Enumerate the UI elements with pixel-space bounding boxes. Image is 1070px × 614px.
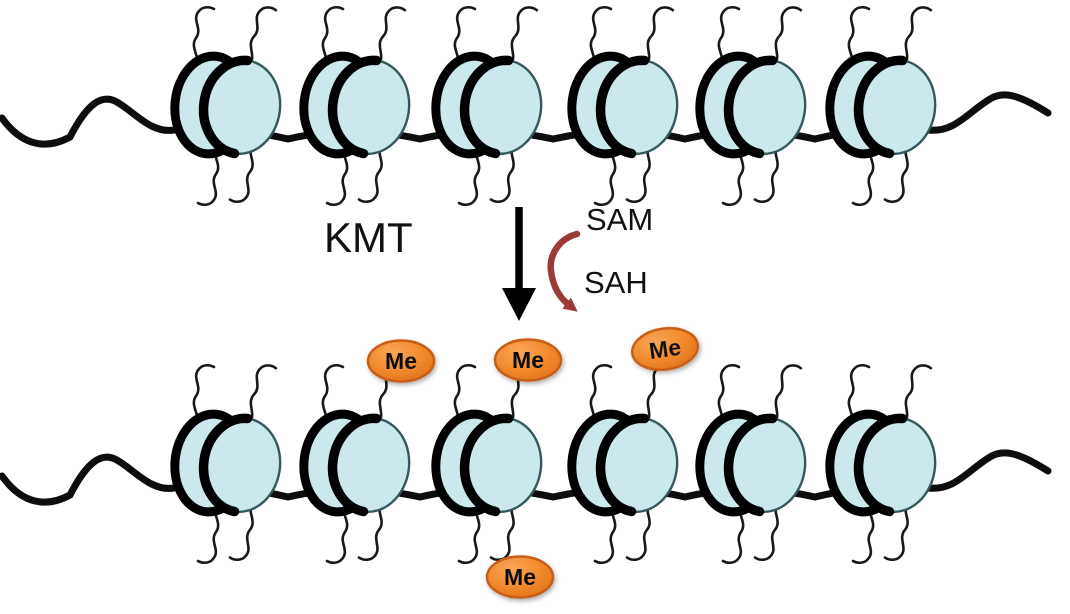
nucleosome-bottom: [431, 364, 547, 563]
nucleosome-bottom: [695, 364, 811, 563]
methyl-mark: [368, 341, 434, 382]
nucleosome-top: [299, 6, 415, 205]
sam-to-sah-curved-arrow: [547, 230, 581, 312]
nucleosome-bottom: [825, 364, 941, 563]
nucleosome-bottom: [299, 364, 415, 563]
nucleosome-top: [825, 6, 941, 205]
sam-label: SAM: [586, 202, 653, 237]
nucleosome-top: [567, 6, 683, 205]
kmt-enzyme-label: KMT: [324, 214, 413, 261]
reaction-down-arrow: [502, 207, 536, 321]
nucleosome-bottom: [170, 364, 286, 563]
nucleosome-top: [695, 6, 811, 205]
nucleosome-top: [431, 6, 547, 205]
methyl-mark: [629, 324, 700, 374]
sah-label: SAH: [584, 265, 648, 300]
reaction-arrowhead-icon: [502, 288, 536, 321]
methyl-mark: [495, 340, 561, 381]
nucleosome-top: [170, 6, 286, 205]
methyl-mark: [487, 557, 553, 598]
nucleosome-bottom: [567, 364, 683, 563]
